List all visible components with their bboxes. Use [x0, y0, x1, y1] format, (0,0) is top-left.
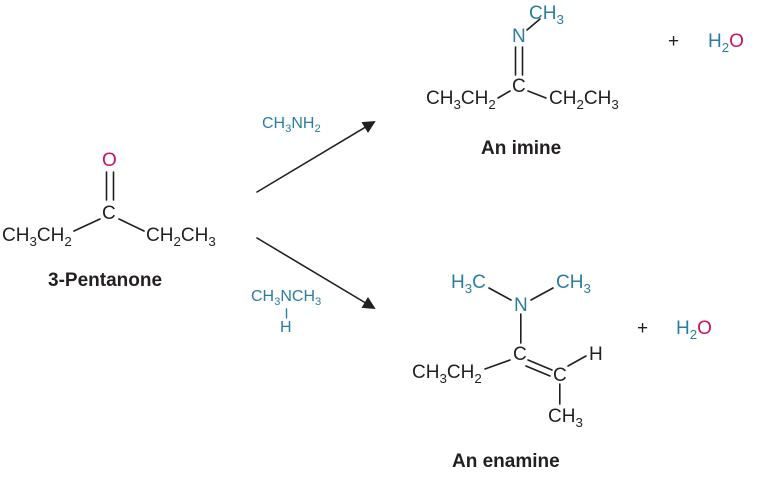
- enamine-carbon1-atom: C: [513, 344, 527, 365]
- imine-water-formula: H2O: [708, 31, 744, 55]
- bottom-arrow-reagent-label: CH3NCH3: [251, 288, 322, 309]
- enamine-h-bond: [567, 355, 587, 367]
- enamine-n-methyl-left-bond: [488, 287, 512, 301]
- enamine-water-formula: H2O: [676, 318, 712, 342]
- enamine-water-h: H2: [676, 318, 698, 342]
- enamine-hydrogen-atom: H: [589, 344, 603, 365]
- reactant-right-bond: [118, 218, 145, 232]
- top-arrow-reagent-label: CH3NH2: [262, 115, 321, 136]
- bottom-arrow-reagent-h: H: [280, 319, 292, 336]
- enamine-nitrogen-atom: N: [514, 295, 528, 316]
- imine-nitrogen-atom: N: [512, 26, 526, 47]
- imine-left-bond: [497, 90, 511, 99]
- reaction-arrow-to-imine: [256, 121, 376, 193]
- reaction-arrow-to-enamine: [256, 237, 376, 309]
- enamine-bottom-methyl-group: CH3: [548, 406, 583, 430]
- enamine-n-methyl-left-group: H3C: [451, 272, 486, 296]
- imine-caption: An imine: [481, 138, 562, 159]
- enamine-n-methyl-right-group: CH3: [556, 272, 591, 296]
- imine-n-methyl-bond: [526, 18, 541, 31]
- reactant-name: 3-Pentanone: [48, 270, 163, 291]
- reactant-carbon-atom: C: [102, 203, 116, 224]
- imine-left-group: CH3CH2: [426, 88, 496, 112]
- imine-water-o: O: [729, 31, 744, 52]
- enamine-cc-double-bond-line-1: [527, 359, 553, 371]
- imine-water-h: H2: [708, 31, 730, 55]
- enamine-water-o: O: [697, 318, 712, 339]
- enamine-caption: An enamine: [452, 451, 560, 472]
- reactant-left-group: CH3CH2: [2, 225, 72, 249]
- enamine-left-bond: [484, 359, 511, 370]
- reactant-left-bond: [73, 218, 101, 232]
- enamine-left-group: CH3CH2: [412, 362, 482, 386]
- imine-right-group: CH2CH3: [549, 88, 619, 112]
- enamine-n-methyl-right-bond: [530, 287, 554, 301]
- reactant-right-group: CH2CH3: [146, 225, 216, 249]
- imine-n-methyl-group: CH3: [529, 3, 564, 27]
- enamine-cc-double-bond-line-2: [525, 365, 551, 377]
- imine-carbon-atom: C: [512, 76, 526, 97]
- enamine-plus-sign: +: [637, 318, 649, 339]
- imine-right-bond: [527, 90, 547, 99]
- enamine-carbon2-atom: C: [553, 365, 567, 386]
- reactant-oxygen-atom: O: [102, 150, 117, 171]
- imine-plus-sign: +: [668, 31, 680, 52]
